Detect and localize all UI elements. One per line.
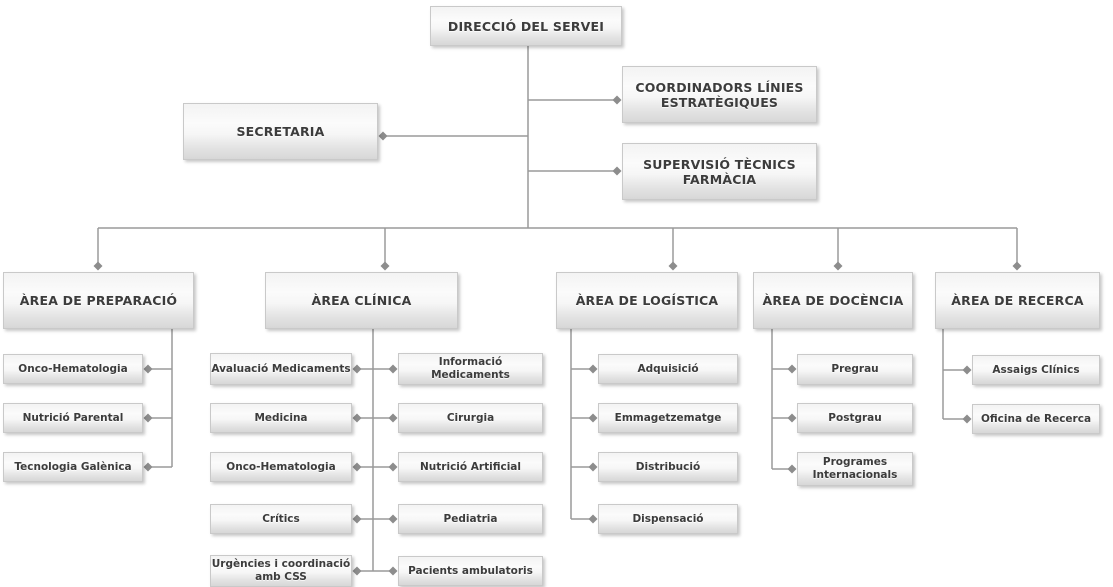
node-oficina-de-recerca: Oficina de Recerca	[972, 404, 1100, 434]
node-informacio-medicaments: Informació Medicaments	[398, 353, 543, 385]
node-direccio-del-servei: DIRECCIÓ DEL SERVEI	[430, 6, 622, 46]
node-pacients-ambulatoris: Pacients ambulatoris	[398, 556, 543, 586]
node-secretaria: SECRETARIA	[183, 103, 378, 160]
node-medicina: Medicina	[210, 403, 352, 433]
node-critics: Crítics	[210, 504, 352, 534]
node-avaluacio-medicaments: Avaluació Medicaments	[210, 353, 352, 385]
node-dispensacio: Dispensació	[598, 504, 738, 534]
node-onco-hematologia-clinica: Onco-Hematologia	[210, 452, 352, 482]
node-emmagetzematge: Emmagetzematge	[598, 403, 738, 433]
node-onco-hematologia-preparacio: Onco-Hematologia	[3, 354, 143, 384]
node-programes-internacionals: Programes Internacionals	[797, 452, 913, 486]
node-nutricio-parental: Nutrició Parental	[3, 403, 143, 433]
node-area-docencia: ÀREA DE DOCÈNCIA	[753, 272, 913, 329]
node-area-clinica: ÀREA CLÍNICA	[265, 272, 458, 329]
node-pediatria: Pediatria	[398, 504, 543, 534]
node-pregrau: Pregrau	[797, 354, 913, 385]
node-adquisicio: Adquisició	[598, 354, 738, 384]
node-area-preparacio: ÀREA DE PREPARACIÓ	[3, 272, 194, 329]
node-assaigs-clinics: Assaigs Clínics	[972, 355, 1100, 385]
node-area-logistica: ÀREA DE LOGÍSTICA	[556, 272, 738, 329]
node-nutricio-artificial: Nutrició Artificial	[398, 452, 543, 482]
node-coordinadors-linies-estrategiques: COORDINADORS LÍNIES ESTRATÈGIQUES	[622, 66, 817, 123]
node-area-recerca: ÀREA DE RECERCA	[935, 272, 1100, 329]
node-postgrau: Postgrau	[797, 403, 913, 433]
node-tecnologia-galenica: Tecnologia Galènica	[3, 452, 143, 482]
node-supervisio-tecnics-farmacia: SUPERVISIÓ TÈCNICS FARMÀCIA	[622, 143, 817, 200]
node-distribucio: Distribució	[598, 452, 738, 482]
node-cirurgia: Cirurgia	[398, 403, 543, 433]
node-urgencies-coordinacio-css: Urgències i coordinació amb CSS	[210, 555, 352, 587]
